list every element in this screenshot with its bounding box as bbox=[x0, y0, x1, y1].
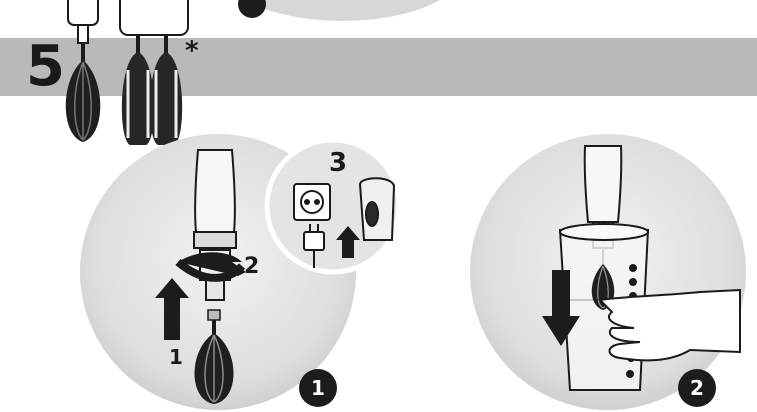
panel1-badge: 1 bbox=[299, 376, 337, 400]
twist-label: 2 bbox=[244, 254, 259, 279]
panel2-badge: 2 bbox=[678, 376, 716, 400]
whisk-single-icon bbox=[66, 43, 101, 142]
power-socket-icon bbox=[294, 184, 330, 220]
blender-side-icon bbox=[360, 178, 394, 240]
push-label: 1 bbox=[169, 345, 183, 369]
hand-blender-top-icon bbox=[68, 0, 98, 43]
step-number: 5 bbox=[26, 34, 65, 100]
holding-hand-icon bbox=[600, 290, 740, 360]
previous-step-badge bbox=[238, 0, 266, 18]
inset-step-label: 3 bbox=[329, 148, 347, 178]
beaters-pair-icon bbox=[122, 35, 182, 145]
hand-mixer-top-icon bbox=[120, 0, 188, 35]
optional-asterisk: * bbox=[185, 36, 199, 66]
previous-step-circle bbox=[245, 0, 440, 21]
